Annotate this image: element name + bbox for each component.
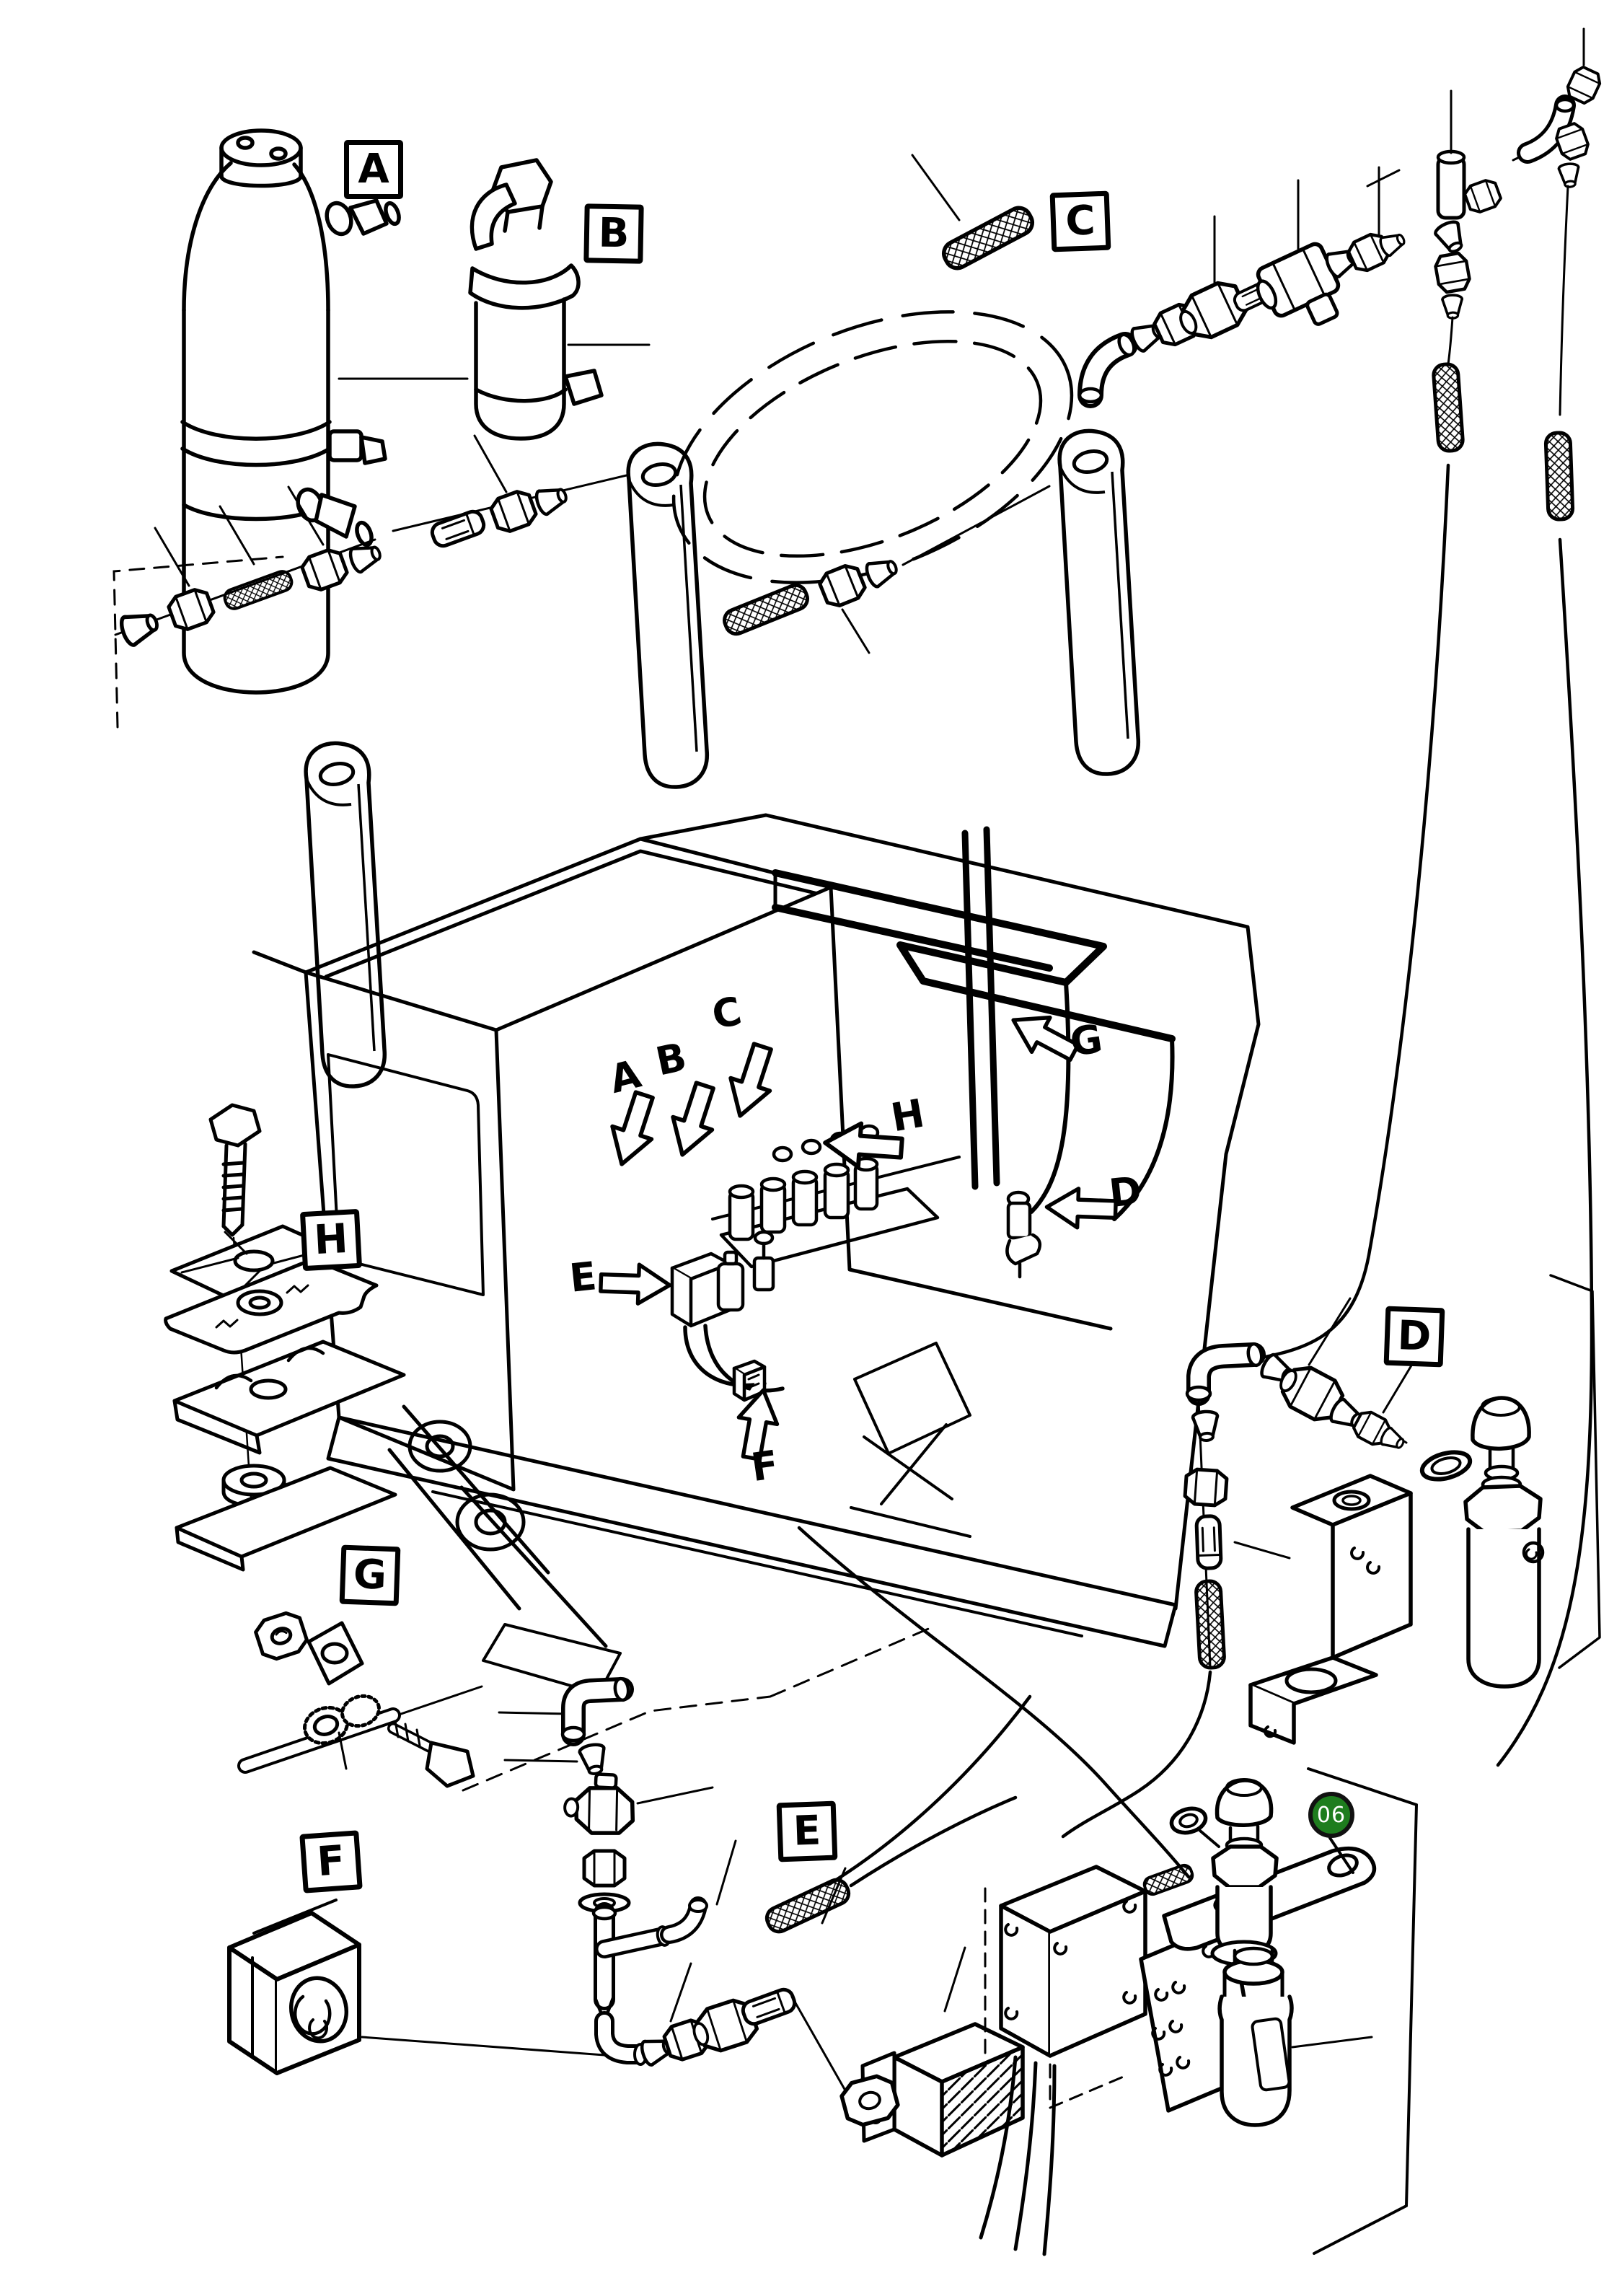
part-section-box-c: C xyxy=(1049,190,1111,252)
callout-letter-h: H xyxy=(887,1090,928,1141)
arrow-left-d-icon xyxy=(1046,1187,1116,1228)
receiver-drier-cylinder xyxy=(180,128,469,695)
part-section-box-f: F xyxy=(299,1830,363,1893)
part-section-box-h: H xyxy=(299,1208,363,1272)
part-section-box-e: E xyxy=(776,1800,838,1862)
clamp-assembly-h xyxy=(164,1103,406,1572)
arrow-down-b-icon xyxy=(663,1079,724,1161)
callout-letter-e: E xyxy=(567,1253,599,1301)
fitting-chain-c xyxy=(1077,27,1603,1767)
part-box-letter-e: E xyxy=(792,1807,822,1855)
clamp-bolt-assembly-g xyxy=(237,1611,483,1788)
callout-letter-g: G xyxy=(1067,1016,1106,1065)
part-section-box-a: A xyxy=(344,140,403,199)
arrow-down-a-icon xyxy=(602,1088,664,1170)
part-box-letter-b: B xyxy=(598,209,630,258)
arrow-right-e-icon xyxy=(600,1263,670,1304)
hose-fitting-chain-left xyxy=(113,434,649,729)
arrow-down-c-icon xyxy=(720,1040,782,1122)
part-number-badge-06[interactable]: 06 xyxy=(1308,1792,1354,1838)
part-box-letter-c: C xyxy=(1065,197,1096,245)
cab-internal-components xyxy=(670,1124,1042,1402)
excavator-cab-structure xyxy=(252,813,1261,1695)
callout-letter-f: F xyxy=(748,1441,782,1491)
part-box-letter-d: D xyxy=(1396,1312,1432,1360)
coiled-hose-loop xyxy=(671,154,1074,654)
fitting-chain-e xyxy=(462,1626,1025,2158)
part-box-letter-a: A xyxy=(358,146,389,193)
part-section-box-b: B xyxy=(583,203,644,264)
long-hoses xyxy=(797,1526,1191,1886)
part-section-box-d: D xyxy=(1383,1306,1445,1368)
part-box-letter-g: G xyxy=(352,1551,388,1599)
accumulator-cylinder xyxy=(468,158,651,441)
part-box-letter-f: F xyxy=(315,1837,347,1886)
grommet-block-f xyxy=(227,1899,635,2075)
callout-letter-d: D xyxy=(1106,1167,1144,1217)
part-section-box-g: G xyxy=(339,1544,401,1606)
fitting-chain-d xyxy=(1061,1274,1601,1839)
part-box-letter-h: H xyxy=(312,1215,350,1264)
hose-hanger-straps xyxy=(306,431,1138,1086)
valve-bracket-assembly-06 xyxy=(979,1767,1418,2256)
